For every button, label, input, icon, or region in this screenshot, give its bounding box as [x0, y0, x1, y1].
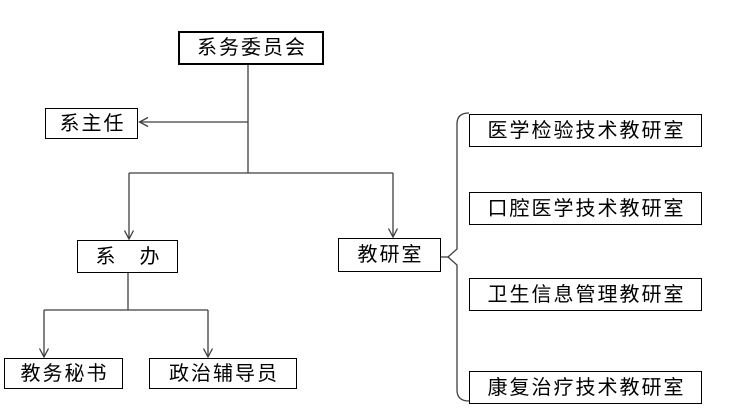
node-room-rehab-therapy: 康复治疗技术教研室	[469, 371, 702, 404]
arrowhead-down-icon	[38, 348, 50, 359]
node-counselor: 政治辅导员	[149, 358, 297, 389]
node-room-health-info: 卫生信息管理教研室	[469, 278, 702, 311]
node-committee: 系务委员会	[178, 31, 324, 65]
node-director: 系主任	[45, 108, 138, 139]
node-office: 系 办	[77, 240, 178, 273]
node-teaching-office: 教研室	[338, 238, 441, 272]
node-room-dental-tech: 口腔医学技术教研室	[469, 192, 702, 225]
arrowhead-down-icon	[387, 228, 399, 239]
node-room-medical-lab: 医学检验技术教研室	[469, 114, 702, 147]
node-secretary: 教务秘书	[4, 358, 123, 389]
brace-icon	[447, 112, 470, 402]
arrowhead-left-icon	[138, 116, 149, 128]
arrowhead-down-icon	[202, 348, 214, 359]
arrowhead-down-icon	[123, 230, 135, 241]
